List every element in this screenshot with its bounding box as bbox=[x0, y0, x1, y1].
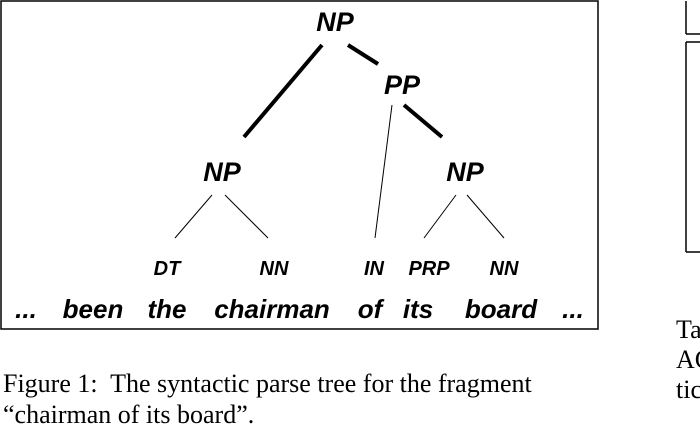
node-pp: PP bbox=[384, 70, 421, 100]
node-root-np: NP bbox=[316, 7, 354, 37]
right-column-line-1: Ta bbox=[676, 315, 700, 344]
caption-line-2: “chairman of its board”. bbox=[3, 400, 255, 429]
pos-tag-in: IN bbox=[364, 258, 385, 280]
word-of: of bbox=[358, 294, 385, 324]
edge-np-right-to-nn bbox=[466, 194, 505, 239]
pos-tag-nn-2: NN bbox=[490, 258, 519, 280]
word-been: been bbox=[63, 294, 124, 324]
word-ellipsis-left: ... bbox=[15, 294, 37, 324]
edge-pp-to-in bbox=[374, 104, 393, 239]
edge-pp-to-np-right bbox=[402, 103, 444, 139]
pos-tag-nn-1: NN bbox=[260, 258, 289, 280]
node-np-right: NP bbox=[446, 157, 484, 187]
edge-root-to-np-left bbox=[242, 43, 324, 139]
figure-caption: Figure 1: The syntactic parse tree for t… bbox=[3, 368, 643, 430]
pos-tag-dt: DT bbox=[154, 258, 182, 280]
word-ellipsis-right: ... bbox=[562, 294, 584, 324]
node-np-left: NP bbox=[203, 157, 241, 187]
edge-np-left-to-nn bbox=[224, 194, 269, 239]
right-column-line-3: tic bbox=[676, 375, 700, 404]
edge-np-right-to-prp bbox=[423, 194, 457, 239]
right-column-line-2: AC bbox=[676, 345, 700, 374]
figure-frame bbox=[0, 0, 599, 330]
word-its: its bbox=[403, 294, 433, 324]
word-the: the bbox=[148, 294, 187, 324]
edge-np-left-to-dt bbox=[174, 194, 213, 239]
word-chairman: chairman bbox=[214, 294, 330, 324]
pos-tag-prp: PRP bbox=[408, 258, 450, 280]
edge-root-to-pp bbox=[346, 43, 380, 66]
caption-line-1: Figure 1: The syntactic parse tree for t… bbox=[3, 369, 532, 398]
word-board: board bbox=[465, 294, 538, 324]
